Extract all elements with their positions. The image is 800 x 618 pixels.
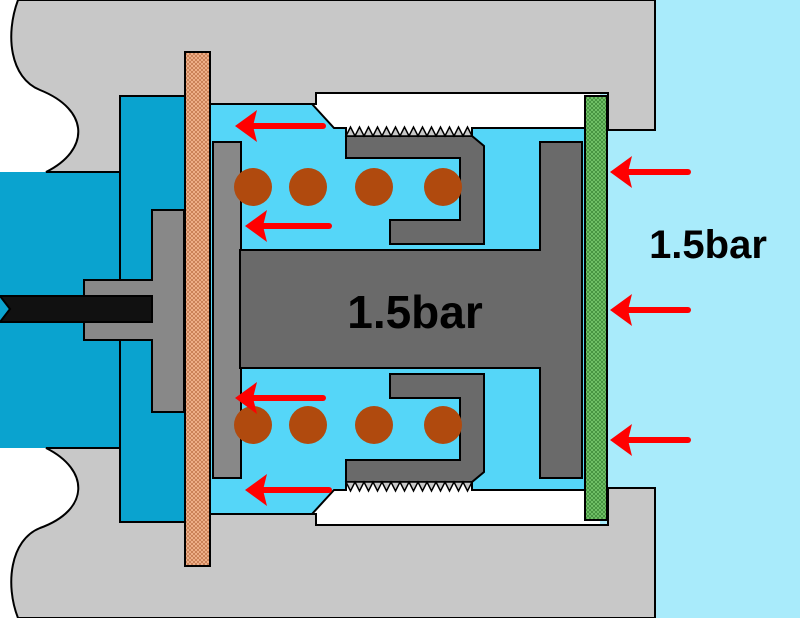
left-membrane	[184, 51, 211, 567]
thread-teeth-bottom	[344, 480, 474, 493]
red-left-arrow-icon	[610, 156, 691, 188]
red-left-arrow-icon	[610, 294, 691, 326]
threaded-sleeve-bottom	[345, 373, 485, 483]
red-left-arrow-icon	[235, 110, 326, 142]
outside-pressure-label: 1.5bar	[649, 223, 767, 267]
red-left-arrow-icon	[245, 474, 332, 506]
spring-coil-dot-icon	[289, 168, 327, 206]
spring-coil-dot-icon	[424, 406, 462, 444]
red-left-arrow-icon	[235, 382, 326, 414]
spring-coils	[234, 168, 462, 444]
actuator-rod	[0, 295, 153, 323]
spring-coil-dot-icon	[355, 406, 393, 444]
inner-pressure-label: 1.5bar	[347, 286, 483, 338]
pressure-arrows	[235, 110, 691, 506]
red-left-arrow-icon	[610, 424, 691, 456]
spring-coil-dot-icon	[234, 406, 272, 444]
threaded-sleeve-top	[345, 135, 485, 245]
right-membrane	[584, 95, 608, 521]
central-piston	[239, 141, 583, 479]
spring-coil-dot-icon	[355, 168, 393, 206]
thread-teeth-top	[344, 125, 474, 138]
spring-coil-dot-icon	[289, 406, 327, 444]
spring-coil-dot-icon	[424, 168, 462, 206]
spring-coil-dot-icon	[234, 168, 272, 206]
red-left-arrow-icon	[245, 210, 332, 242]
